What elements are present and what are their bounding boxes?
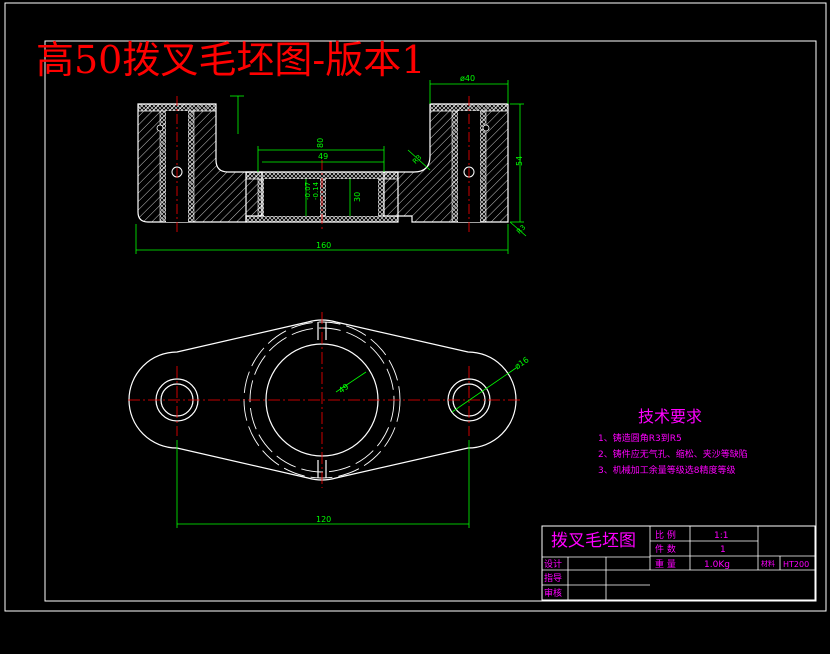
weight-value: 1.0Kg — [704, 560, 730, 570]
designer-label: 设计 — [544, 558, 562, 570]
count-label: 件 数 — [655, 543, 676, 555]
note-item-1: 1、铸造圆角R3到R5 — [598, 432, 682, 444]
dim-radius-right: R3 — [515, 223, 527, 235]
plan-centerlines — [128, 312, 522, 488]
weight-label: 重 量 — [655, 558, 676, 570]
dim-inner-height: 30 — [353, 192, 362, 202]
dim-radius-left: R3 — [411, 153, 423, 165]
review-label: 审核 — [544, 587, 562, 599]
title-block-name: 拨叉毛坯图 — [551, 531, 636, 551]
front-view — [137, 96, 509, 232]
material-label: 材料 — [761, 559, 775, 568]
scale-label: 比 例 — [655, 529, 676, 541]
material-value: HT200 — [783, 560, 809, 569]
title-block — [541, 525, 816, 601]
technical-notes: 技术要求 1、铸造圆角R3到R5 2、铸件应无气孔、缩松、夹沙等缺陷 3、机械加… — [598, 407, 748, 476]
dim-tolerance-lower: -0.14 — [312, 181, 320, 200]
dim-top-right-diameter: ø40 — [460, 74, 475, 83]
scale-value: 1:1 — [714, 531, 728, 541]
dim-slot-width: 49 — [318, 152, 328, 161]
dim-hole-plan: ø16 — [513, 355, 531, 371]
inner-border — [44, 40, 817, 602]
title-block-text: 拨叉毛坯图 比 例 1:1 件 数 1 重 量 1.0Kg 材料 HT200 设… — [544, 529, 809, 599]
dim-right-height: 54 — [515, 156, 524, 166]
note-item-3: 3、机械加工余量等级选8精度等级 — [598, 464, 735, 476]
dim-inner-width: 80 — [316, 138, 325, 148]
note-item-2: 2、铸件应无气孔、缩松、夹沙等缺陷 — [598, 448, 748, 460]
dim-total-width-front: 160 — [316, 241, 331, 250]
outer-border — [4, 2, 827, 612]
plan-dimensions — [176, 367, 517, 528]
notes-title: 技术要求 — [638, 407, 702, 426]
count-value: 1 — [720, 545, 726, 555]
guide-label: 指导 — [544, 572, 562, 584]
drawing-heading: 高50拨叉毛坯图-版本1 — [36, 38, 425, 82]
front-dimensions — [135, 80, 527, 254]
dim-hole-distance: 120 — [316, 515, 331, 524]
dim-tolerance-upper: -0.07 — [304, 182, 312, 200]
